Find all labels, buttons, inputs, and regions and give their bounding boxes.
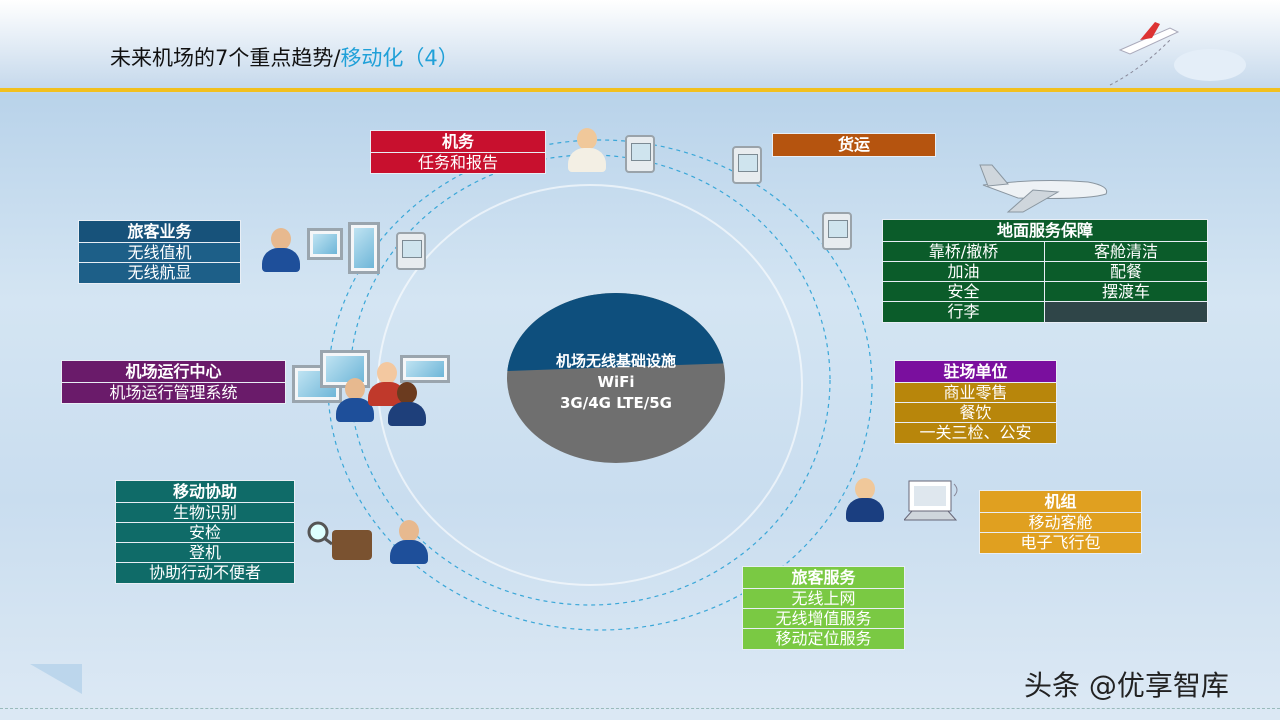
page-title: 未来机场的7个重点趋势/移动化（4） <box>110 42 459 72</box>
watermark: 头条 @优享智库 <box>1024 669 1229 702</box>
title-main: 未来机场的7个重点趋势/ <box>110 46 341 70</box>
category-item: 生物识别 <box>116 503 294 523</box>
footer-divider <box>0 708 1280 709</box>
category-title: 机组 <box>980 491 1141 513</box>
category-item: 无线值机 <box>79 243 240 263</box>
category-box-jizu: 机组移动客舱电子飞行包 <box>979 490 1142 554</box>
category-item: 登机 <box>116 543 294 563</box>
category-item: 移动定位服务 <box>743 629 904 649</box>
operator-person-icon <box>388 382 426 426</box>
pda-icon <box>396 232 426 270</box>
operator-person-icon <box>336 378 374 422</box>
category-box-yunxing: 机场运行中心机场运行管理系统 <box>61 360 286 404</box>
empty-cell <box>1045 302 1207 322</box>
title-highlight: 移动化（4） <box>340 46 459 70</box>
category-item: 安全 <box>883 282 1045 302</box>
category-title: 移动协助 <box>116 481 294 503</box>
category-title: 旅客服务 <box>743 567 904 589</box>
category-box-lvke-yewu: 旅客业务无线值机无线航显 <box>78 220 241 284</box>
hub-wifi: WiFi <box>597 373 635 391</box>
category-item: 餐饮 <box>895 403 1056 423</box>
hub-cellular: 3G/4G LTE/5G <box>560 394 672 412</box>
category-box-jiwu: 机务任务和报告 <box>370 130 546 174</box>
checkin-kiosk-icon <box>348 222 380 274</box>
category-item: 任务和报告 <box>371 153 545 173</box>
category-item: 一关三检、公安 <box>895 423 1056 443</box>
category-item: 无线上网 <box>743 589 904 609</box>
pda-icon <box>822 212 852 250</box>
category-item: 安检 <box>116 523 294 543</box>
header-divider <box>0 88 1280 92</box>
category-title: 货运 <box>773 134 935 156</box>
category-item: 电子飞行包 <box>980 533 1141 553</box>
category-title: 地面服务保障 <box>883 220 1207 242</box>
category-item: 加油 <box>883 262 1045 282</box>
mechanic-person-icon <box>568 128 606 172</box>
category-item: 商业零售 <box>895 383 1056 403</box>
pilot-person-icon <box>846 478 884 522</box>
hub-title: 机场无线基础设施 <box>555 352 676 370</box>
category-box-zhuchang: 驻场单位商业零售餐饮一关三检、公安 <box>894 360 1057 444</box>
category-item: 靠桥/撤桥 <box>883 242 1045 262</box>
category-box-huoyun: 货运 <box>772 133 936 157</box>
wireless-infrastructure-hub: 机场无线基础设施 WiFi 3G/4G LTE/5G <box>507 293 725 463</box>
slide-header: 未来机场的7个重点趋势/移动化（4） <box>0 0 1280 90</box>
luggage-scan-icon <box>307 521 372 560</box>
category-item: 客舱清洁 <box>1045 242 1207 262</box>
category-item: 无线增值服务 <box>743 609 904 629</box>
category-item: 配餐 <box>1045 262 1207 282</box>
category-item: 无线航显 <box>79 263 240 283</box>
category-title: 驻场单位 <box>895 361 1056 383</box>
pda-icon <box>732 146 762 184</box>
assistant-person-icon <box>390 520 428 564</box>
category-box-lvke-fuwu: 旅客服务无线上网无线增值服务移动定位服务 <box>742 566 905 650</box>
category-box-yidong: 移动协助生物识别安检登机协助行动不便者 <box>115 480 295 584</box>
airplane-logo-icon <box>1109 22 1246 86</box>
category-title: 机场运行中心 <box>62 361 285 383</box>
category-title: 机务 <box>371 131 545 153</box>
category-item: 协助行动不便者 <box>116 563 294 583</box>
laptop-icon <box>904 480 958 521</box>
category-item: 机场运行管理系统 <box>62 383 285 403</box>
category-item: 移动客舱 <box>980 513 1141 533</box>
pda-icon <box>625 135 655 173</box>
category-item: 行李 <box>883 302 1045 322</box>
category-title: 旅客业务 <box>79 221 240 243</box>
kiosk-icon <box>307 228 343 260</box>
control-tower-icon <box>400 355 450 383</box>
passenger-person-icon <box>262 228 300 272</box>
category-box-dimian: 地面服务保障靠桥/撤桥客舱清洁加油配餐安全摆渡车行李 <box>882 219 1208 323</box>
airplane-icon <box>979 164 1108 213</box>
category-item: 摆渡车 <box>1045 282 1207 302</box>
decorative-triangle <box>30 664 82 694</box>
